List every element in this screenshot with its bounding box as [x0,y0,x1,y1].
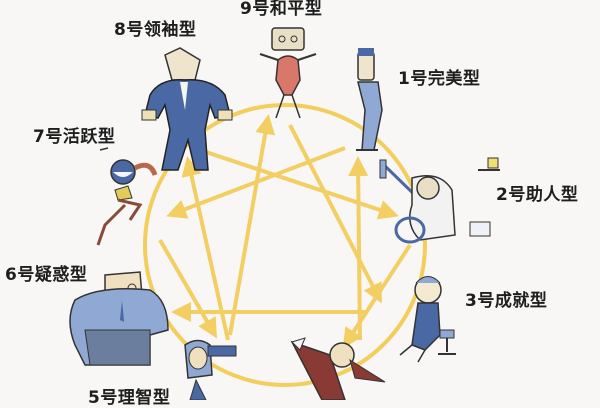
type-5-label: 5号理智型 [88,388,171,408]
helper-figure [379,157,500,244]
individualist-figure [290,337,386,400]
leader-figure [141,47,233,171]
enthusiast-figure [96,147,158,246]
type-2-label: 2号助人型 [496,185,579,205]
type-1-label: 1号完美型 [398,69,481,89]
investigator-figure [184,339,237,400]
type-8-label: 8号领袖型 [114,20,197,40]
peacemaker-figure [259,27,317,119]
enneagram-arrows [158,114,412,349]
achiever-figure [399,276,456,363]
perfectionist-figure [356,48,383,151]
type-7-label: 7号活跃型 [33,127,116,147]
enneagram-circle [143,103,427,387]
type-9-label: 9号和平型 [240,0,323,19]
type-6-label: 6号疑惑型 [5,265,88,285]
loyalist-figure [69,271,169,366]
type-3-label: 3号成就型 [465,291,548,311]
